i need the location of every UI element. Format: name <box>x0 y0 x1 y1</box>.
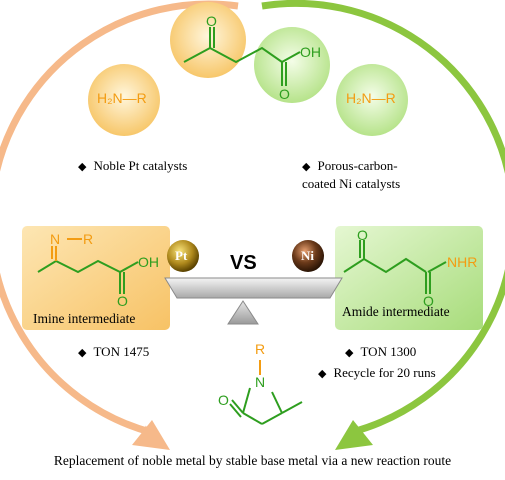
ni-label: Ni <box>301 248 314 263</box>
left-arc-arrow <box>0 0 239 436</box>
product-O-label: O <box>218 392 229 408</box>
recycle-bullet: ◆Recycle for 20 runs <box>318 365 436 380</box>
amide-O-label: O <box>357 227 368 243</box>
amide-O2-label: O <box>423 293 434 309</box>
diamond-bullet-icon: ◆ <box>345 347 354 359</box>
ketoacid-right-sphere <box>254 27 330 103</box>
pt-catalyst-bullet: ◆Noble Pt catalysts <box>78 158 188 173</box>
pt-label: Pt <box>175 248 188 263</box>
ton-right-bullet: ◆TON 1300 <box>345 344 417 359</box>
balance-pivot <box>227 300 259 325</box>
imine-R-label: R <box>83 231 94 247</box>
amine-left-label: H₂N—R <box>97 90 147 106</box>
imine-structure <box>37 238 139 294</box>
right-arc-arrow <box>261 0 505 436</box>
right-arrowhead <box>335 420 373 450</box>
amine-left-sphere <box>88 64 160 136</box>
amine-right-label: H₂N—R <box>346 90 396 106</box>
balance-beam <box>164 277 343 299</box>
imine-N-label: N <box>50 231 61 247</box>
amine-right-sphere <box>336 64 408 136</box>
amide-intermediate-label: Amide intermediate <box>342 304 450 319</box>
pt-sphere <box>167 240 199 272</box>
product-R-label: R <box>255 341 266 357</box>
left-arrowhead <box>132 420 170 450</box>
diamond-bullet-icon: ◆ <box>302 161 311 173</box>
amide-box <box>335 226 483 330</box>
imine-O-label: O <box>117 293 128 309</box>
ni-catalyst-bullet-line2: coated Ni catalysts <box>302 176 401 191</box>
pyrrolidone-structure <box>229 360 303 425</box>
vs-label: VS <box>230 252 257 274</box>
ni-sphere <box>292 240 324 272</box>
diamond-bullet-icon: ◆ <box>78 347 87 359</box>
amide-structure <box>343 240 447 294</box>
ketoacid-OH-label: OH <box>300 44 321 60</box>
imine-OH-label: OH <box>138 254 159 270</box>
imine-box <box>22 226 170 330</box>
scheme-caption: Replacement of noble metal by stable bas… <box>53 453 452 468</box>
ton-left-bullet: ◆TON 1475 <box>78 344 150 359</box>
imine-intermediate-label: Imine intermediate <box>33 311 136 326</box>
product-N-label: N <box>255 374 266 390</box>
levulinic-acid-structure <box>183 27 301 86</box>
amide-NHR-label: NHR <box>447 254 478 270</box>
ketoacid-O2-label: O <box>279 86 290 102</box>
ketoacid-O-label: O <box>206 13 217 29</box>
diamond-bullet-icon: ◆ <box>78 161 87 173</box>
ni-catalyst-bullet: ◆Porous-carbon- <box>302 158 398 173</box>
diamond-bullet-icon: ◆ <box>318 368 327 380</box>
